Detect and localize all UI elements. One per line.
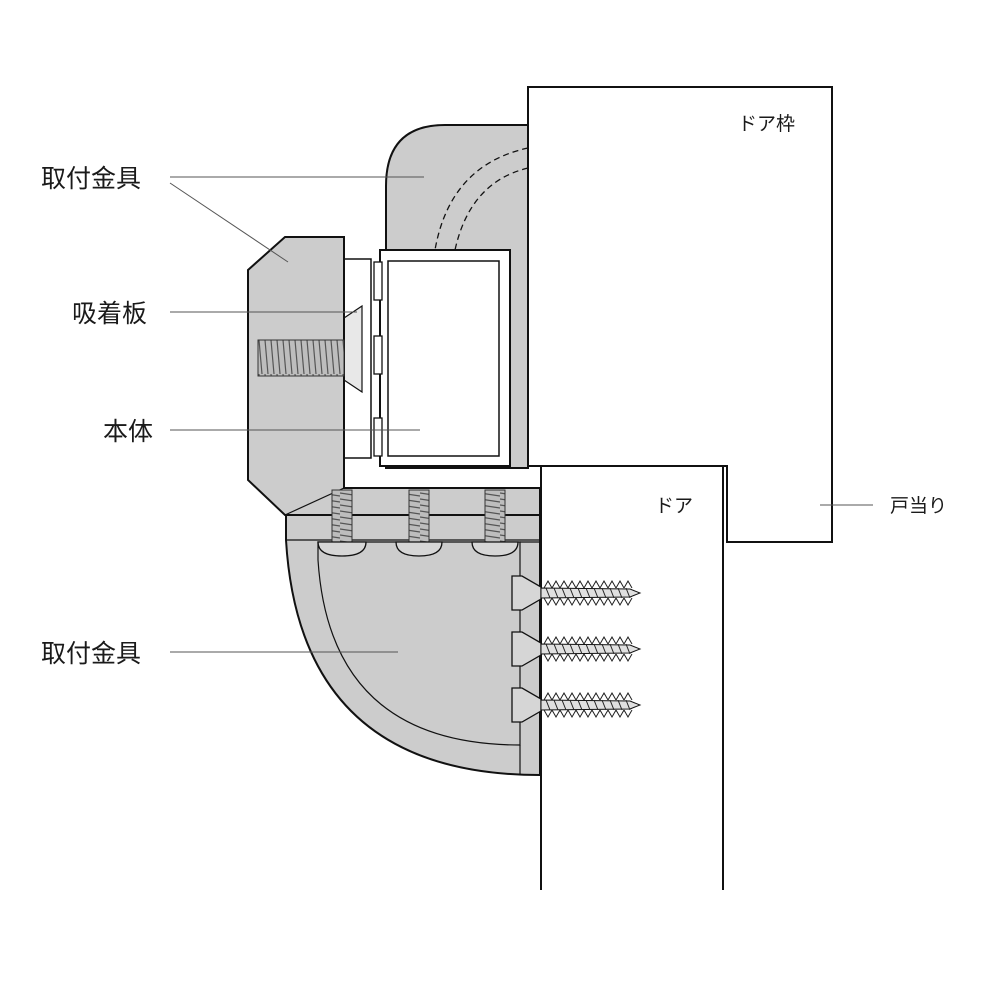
main-body: [373, 249, 511, 467]
screw-icon: [317, 489, 367, 557]
lower-bracket: [285, 514, 541, 777]
leader-lines: [169, 176, 873, 653]
screw-icon: [511, 575, 642, 611]
wood-screws: [511, 575, 642, 723]
label-door: ドア: [655, 495, 693, 517]
label-stop: 戸当り: [890, 495, 947, 517]
label-mount-bottom: 取付金具: [41, 639, 141, 668]
door: [540, 465, 724, 890]
screw-icon: [395, 489, 443, 557]
screw-icon: [257, 339, 345, 377]
label-body: 本体: [103, 417, 153, 446]
screw-icon: [471, 489, 519, 557]
screw-icon: [511, 631, 642, 667]
machine-screws: [317, 489, 519, 557]
label-plate: 吸着板: [72, 299, 147, 328]
label-mount-top: 取付金具: [41, 164, 141, 193]
attracting-plate: [343, 258, 372, 459]
label-frame: ドア枠: [738, 113, 795, 135]
screw-icon: [511, 687, 642, 723]
